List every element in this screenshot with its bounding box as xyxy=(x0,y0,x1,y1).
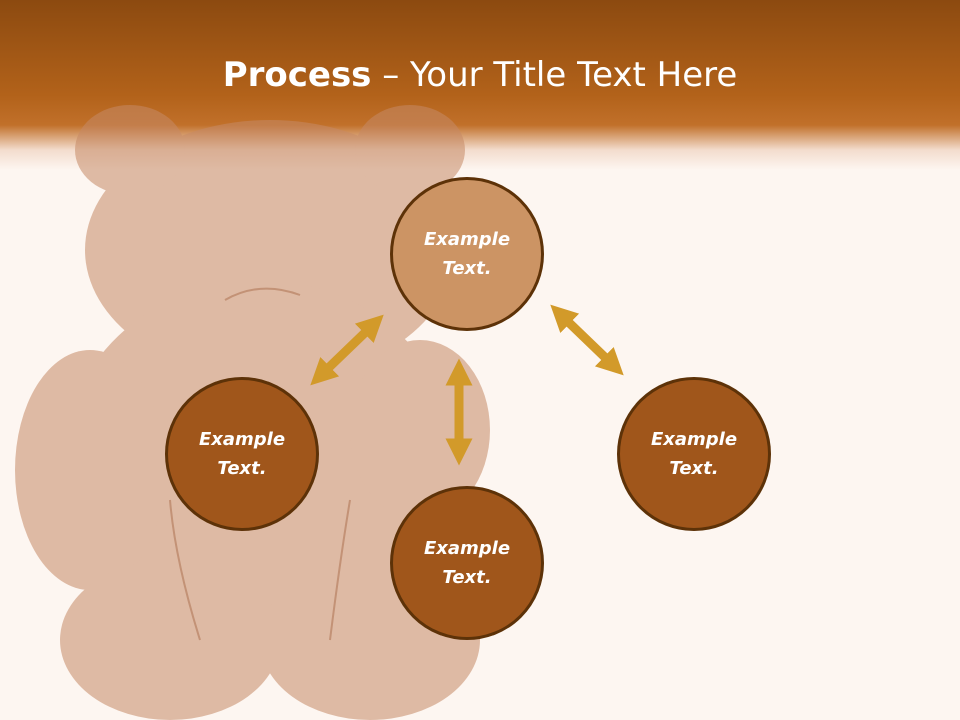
node-bottom-label: Example Text. xyxy=(423,538,511,588)
node-top-label: Example Text. xyxy=(423,229,511,279)
arrow-top-right xyxy=(550,304,624,376)
node-bottom: Example Text. xyxy=(390,486,544,640)
title-rest: – Your Title Text Here xyxy=(371,55,738,95)
node-right: Example Text. xyxy=(617,377,771,531)
node-left: Example Text. xyxy=(165,377,319,531)
node-right-label: Example Text. xyxy=(650,429,738,479)
node-left-label: Example Text. xyxy=(198,429,286,479)
page-title: Process – Your Title Text Here xyxy=(0,52,960,98)
arrow-top-left xyxy=(310,314,384,386)
title-bold: Process xyxy=(222,55,372,95)
node-top: Example Text. xyxy=(390,177,544,331)
